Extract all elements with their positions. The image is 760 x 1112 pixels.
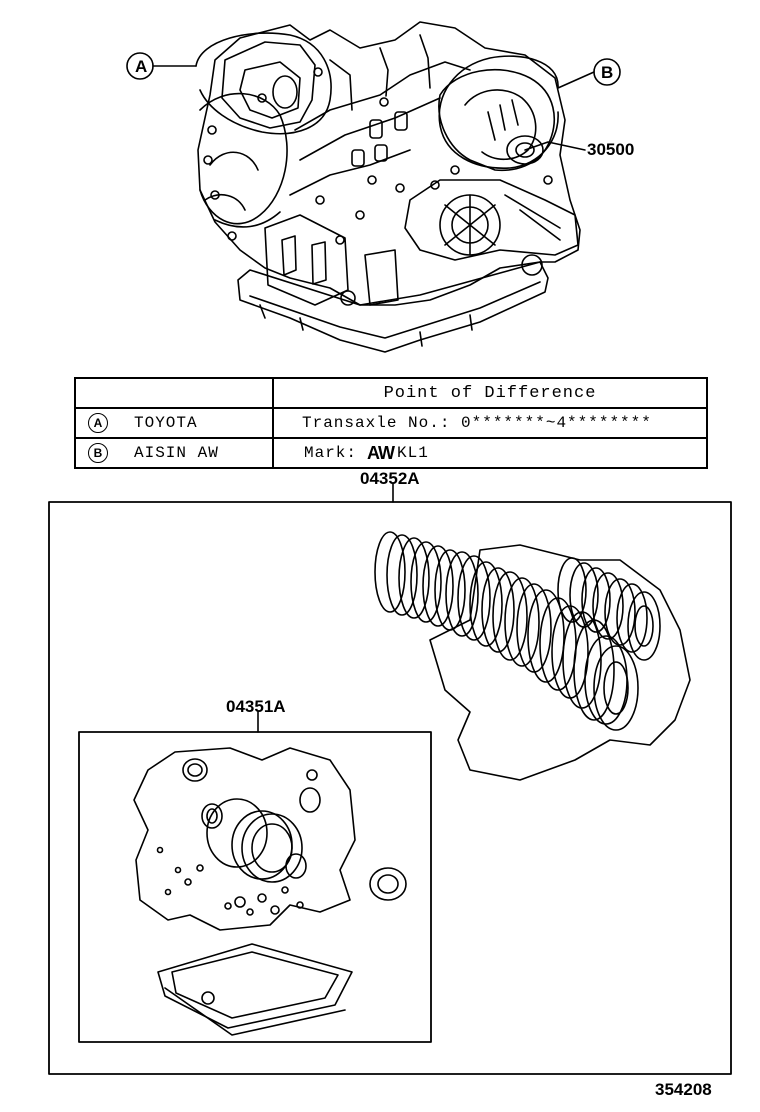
row-b-maker: AISIN AW <box>134 444 219 462</box>
diagram-number: 354208 <box>655 1080 712 1099</box>
transaxle-assembly-illustration <box>197 21 581 353</box>
table-header: Point of Difference <box>272 377 708 409</box>
overhaul-gasket-kit-illustration <box>133 747 407 1036</box>
row-a-maker: TOYOTA <box>134 414 198 432</box>
callout-b-marker <box>438 55 621 169</box>
part-number-04352a: 04352A <box>360 469 420 488</box>
row-a-point: Transaxle No.: 0*******~4******** <box>302 414 652 432</box>
row-a-symbol: A <box>88 413 108 433</box>
aw-mark-logo: AW <box>367 442 395 463</box>
row-b-point-suffix: KL1 <box>397 444 429 462</box>
callout-a-letter: A <box>135 57 148 76</box>
point-of-difference-table: Point of Difference A TOYOTA Transaxle N… <box>74 377 708 469</box>
gasket-outline-large <box>429 544 691 781</box>
table-row: A TOYOTA Transaxle No.: 0*******~4******… <box>74 407 708 439</box>
row-b-point-prefix: Mark: <box>304 444 358 462</box>
table-header-row: Point of Difference <box>74 377 708 409</box>
clutch-plate-set <box>374 531 661 731</box>
callout-b-letter: B <box>601 63 614 82</box>
part-number-04351a: 04351A <box>226 697 286 716</box>
callout-a-marker <box>126 32 332 135</box>
part-number-30500: 30500 <box>587 140 635 159</box>
leader-30500 <box>524 141 586 151</box>
table-row: B AISIN AW Mark: AW KL1 <box>74 437 708 469</box>
row-b-symbol: B <box>88 443 108 463</box>
kit-box-04352a <box>48 501 732 1075</box>
kit-box-04351a <box>78 731 432 1043</box>
